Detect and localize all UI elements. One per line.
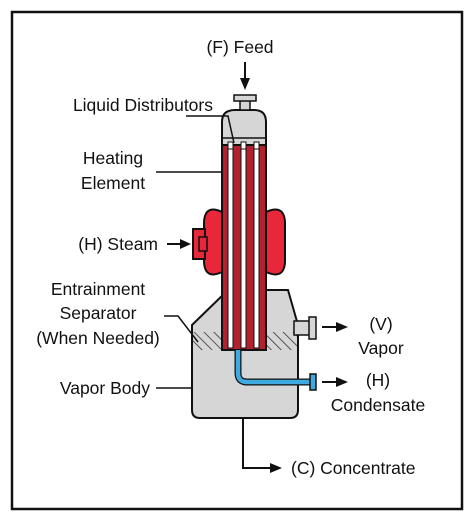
feed-nozzle-flange <box>233 94 257 102</box>
entrainment-separator-label-line3: (When Needed) <box>36 328 160 348</box>
tube-gap-1 <box>227 147 234 349</box>
liquid-distributors-leader <box>186 115 235 144</box>
vapor-arrow-head <box>336 322 348 332</box>
condensate-label-line2: Condensate <box>331 395 425 415</box>
condensate-pipe <box>235 350 310 385</box>
concentrate-line <box>242 418 272 469</box>
steam-label: (H) Steam <box>78 234 158 254</box>
vapor-label-line1: (V) <box>369 314 392 334</box>
vapor-label-line2: Vapor <box>358 338 404 358</box>
liquid-distributors-label: Liquid Distributors <box>73 95 213 115</box>
condensate-flange <box>309 373 317 391</box>
condensate-label-line1: (H) <box>366 370 390 390</box>
feed-arrow-head <box>240 78 250 90</box>
condensate-arrow-head <box>336 377 348 387</box>
steam-jacket-right <box>265 208 286 276</box>
tube-gap-2 <box>240 147 247 349</box>
vapor-body <box>191 289 299 419</box>
tube-gap-3 <box>253 147 260 349</box>
vapor-body-label: Vapor Body <box>60 378 150 398</box>
entrainment-separator-label-line2: Separator <box>60 303 137 323</box>
steam-arrow-head <box>180 239 191 249</box>
liquid-distributor-3 <box>253 141 260 150</box>
concentrate-label: (C) Concentrate <box>291 458 416 478</box>
concentrate-arrow <box>270 463 282 473</box>
heating-element-label-line1: Heating <box>83 148 143 168</box>
liquid-distributor-2 <box>240 141 247 150</box>
vapor-outlet-flange <box>308 316 317 340</box>
heating-element-label-line2: Element <box>81 173 145 193</box>
steam-inlet-pipe <box>198 236 208 252</box>
entrainment-separator-leader <box>164 315 199 343</box>
feed-label: (F) Feed <box>206 37 273 57</box>
vapor-outlet-pipe <box>293 320 311 336</box>
steam-jacket-left <box>203 208 223 276</box>
liquid-distributor-1 <box>227 141 234 150</box>
entrainment-separator-label-line1: Entrainment <box>51 279 145 299</box>
